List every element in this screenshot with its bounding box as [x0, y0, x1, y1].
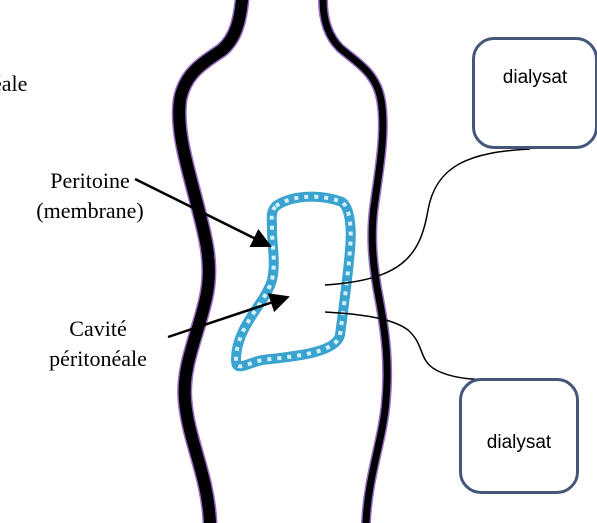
peritoine-label-line2: (membrane)	[24, 196, 156, 226]
peritoine-label-line1: Peritoine	[24, 166, 156, 196]
cavite-label-line1: Cavité	[20, 314, 176, 344]
cavite-label-line2: péritonéale	[20, 344, 176, 374]
cavite-label: Cavité péritonéale	[20, 314, 176, 374]
title-fragment: éale	[0, 69, 27, 99]
peritoine-label: Peritoine (membrane)	[24, 166, 156, 226]
catheter-tube-top	[325, 149, 530, 285]
body-contour-left	[179, 0, 242, 523]
peritoneum-membrane	[236, 197, 351, 367]
dialysate-bag-bottom-label: dialysat	[487, 432, 551, 454]
catheter-tube-bottom	[325, 312, 510, 380]
body-contour-right	[323, 0, 387, 523]
dialysate-bag-bottom: dialysat	[459, 378, 579, 494]
cavite-arrow	[168, 297, 288, 337]
dialysate-bag-top-label: dialysat	[503, 67, 567, 89]
dialysate-bag-top: dialysat	[472, 37, 597, 149]
